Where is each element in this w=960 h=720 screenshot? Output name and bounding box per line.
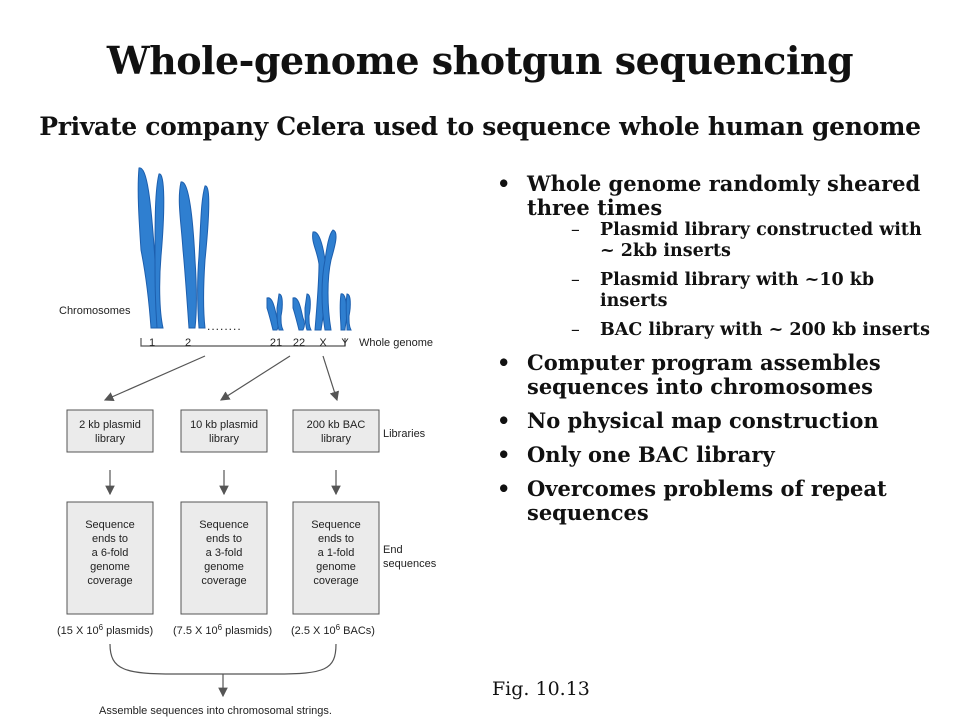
diagram-svg: Chromosomes ........ 1 2 21 22 X Y Whole… [57, 167, 437, 717]
assemble-label: Assemble sequences into chromosomal stri… [99, 705, 332, 717]
chromosomes-label: Chromosomes [59, 305, 131, 317]
count-plasmids-15: (15 X 106 plasmids) [57, 623, 153, 637]
sub-bullet-list: Plasmid library constructed with ~ 2kb i… [527, 220, 935, 341]
sub-bullet-2kb: Plasmid library constructed with ~ 2kb i… [527, 220, 935, 262]
shotgun-diagram: Chromosomes ........ 1 2 21 22 X Y Whole… [55, 160, 455, 720]
libraries-label: Libraries [383, 428, 426, 440]
sequence-box-3fold [180, 501, 268, 615]
library-box-200kb [292, 409, 380, 453]
bullet-repeat-sequences: Overcomes problems of repeat sequences [495, 477, 935, 525]
bullet-computer-program: Computer program assembles sequences int… [495, 351, 935, 399]
assembly-bracket [109, 643, 337, 675]
library-boxes [66, 409, 380, 453]
chromosome-number-22: 22 [293, 337, 305, 349]
sub-bullet-200kb: BAC library with ~ 200 kb inserts [527, 320, 935, 341]
genome-arrows [103, 355, 340, 402]
library-arrows [105, 470, 341, 496]
bullet-one-bac-library: Only one BAC library [495, 443, 935, 468]
chromosome-y [339, 293, 352, 331]
sequence-box-1fold [292, 501, 380, 615]
chromosomes-group [137, 167, 352, 331]
library-box-10kb [180, 409, 268, 453]
chromosome-1 [137, 167, 165, 329]
slide-subtitle: Private company Celera used to sequence … [39, 112, 921, 141]
sub-bullet-10kb: Plasmid library with ~10 kb inserts [527, 270, 935, 312]
bullet-list: Whole genome randomly sheared three time… [495, 172, 935, 535]
chromosome-x [312, 229, 337, 331]
chromosome-number-2: 2 [185, 337, 191, 349]
bullet-sheared: Whole genome randomly sheared three time… [495, 172, 935, 342]
chromosome-number-y: Y [341, 337, 349, 349]
chromosome-21 [266, 293, 284, 331]
count-bacs-2-5: (2.5 X 106 BACs) [291, 623, 375, 637]
slide-title: Whole-genome shotgun sequencing [106, 38, 854, 83]
chromosome-number-1: 1 [149, 337, 155, 349]
bullet-no-physical-map: No physical map construction [495, 409, 935, 434]
sequence-box-6fold [66, 501, 154, 615]
figure-caption: Fig. 10.13 [492, 678, 590, 700]
library-box-2kb [66, 409, 154, 453]
chromosome-2 [178, 181, 210, 329]
count-plasmids-7-5: (7.5 X 106 plasmids) [173, 623, 272, 637]
chromosome-number-x: X [319, 337, 327, 349]
chromosome-ellipsis: ........ [207, 319, 242, 333]
chromosome-22 [292, 293, 312, 331]
whole-genome-bracket [140, 338, 346, 347]
sequence-boxes [66, 501, 380, 615]
whole-genome-label: Whole genome [359, 337, 433, 349]
chromosome-number-21: 21 [270, 337, 282, 349]
